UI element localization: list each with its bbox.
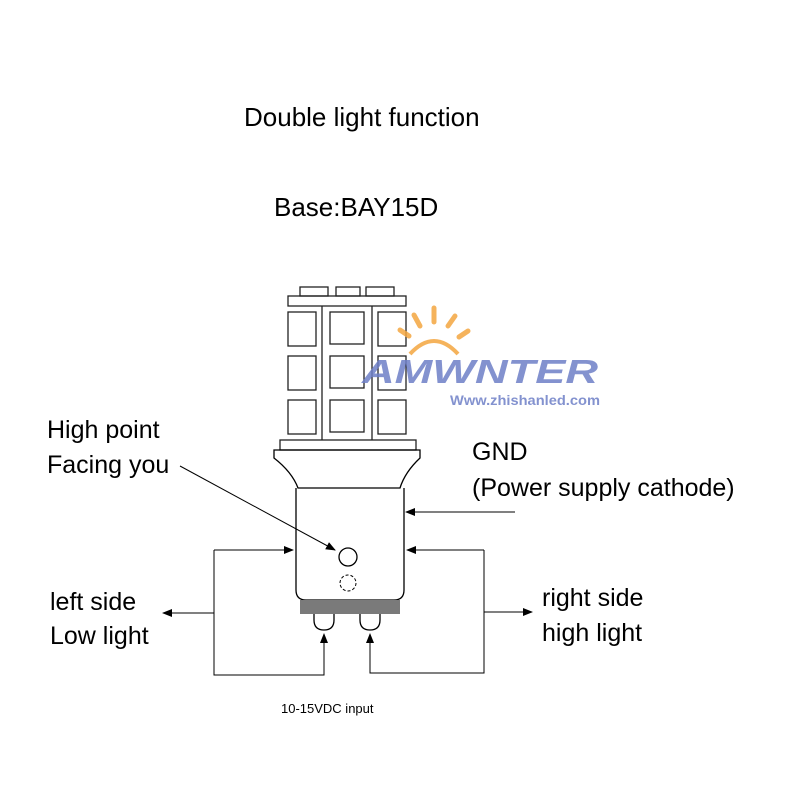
input-voltage-label: 10-15VDC input [281, 701, 374, 716]
watermark-logo: AMWNTER Www.zhishanled.com [361, 305, 600, 408]
high-point-label: High point [47, 416, 160, 444]
gnd-label: GND [472, 438, 528, 466]
right-side-label: right side [542, 584, 644, 612]
high-light-label: high light [542, 619, 643, 647]
diagram-title: Double light function [244, 102, 480, 132]
left-contact [313, 614, 335, 631]
sun-rays-icon [397, 305, 471, 340]
left-side-label: left side [50, 588, 137, 616]
watermark-brand: AMWNTER [361, 353, 599, 390]
watermark-url: Www.zhishanled.com [450, 392, 600, 408]
facing-you-label: Facing you [47, 451, 170, 479]
low-point-pin [339, 574, 357, 592]
led-cluster [279, 286, 417, 451]
left-circuit [162, 546, 328, 676]
right-contact [359, 614, 381, 631]
base-contact-strip [300, 600, 400, 614]
base-type-label: Base:BAY15D [274, 192, 439, 222]
power-supply-cathode-label: (Power supply cathode) [472, 474, 735, 502]
right-circuit [366, 546, 533, 674]
low-light-label: Low light [50, 622, 149, 650]
high-point-pointer [179, 465, 336, 551]
high-point-pin [338, 547, 358, 567]
